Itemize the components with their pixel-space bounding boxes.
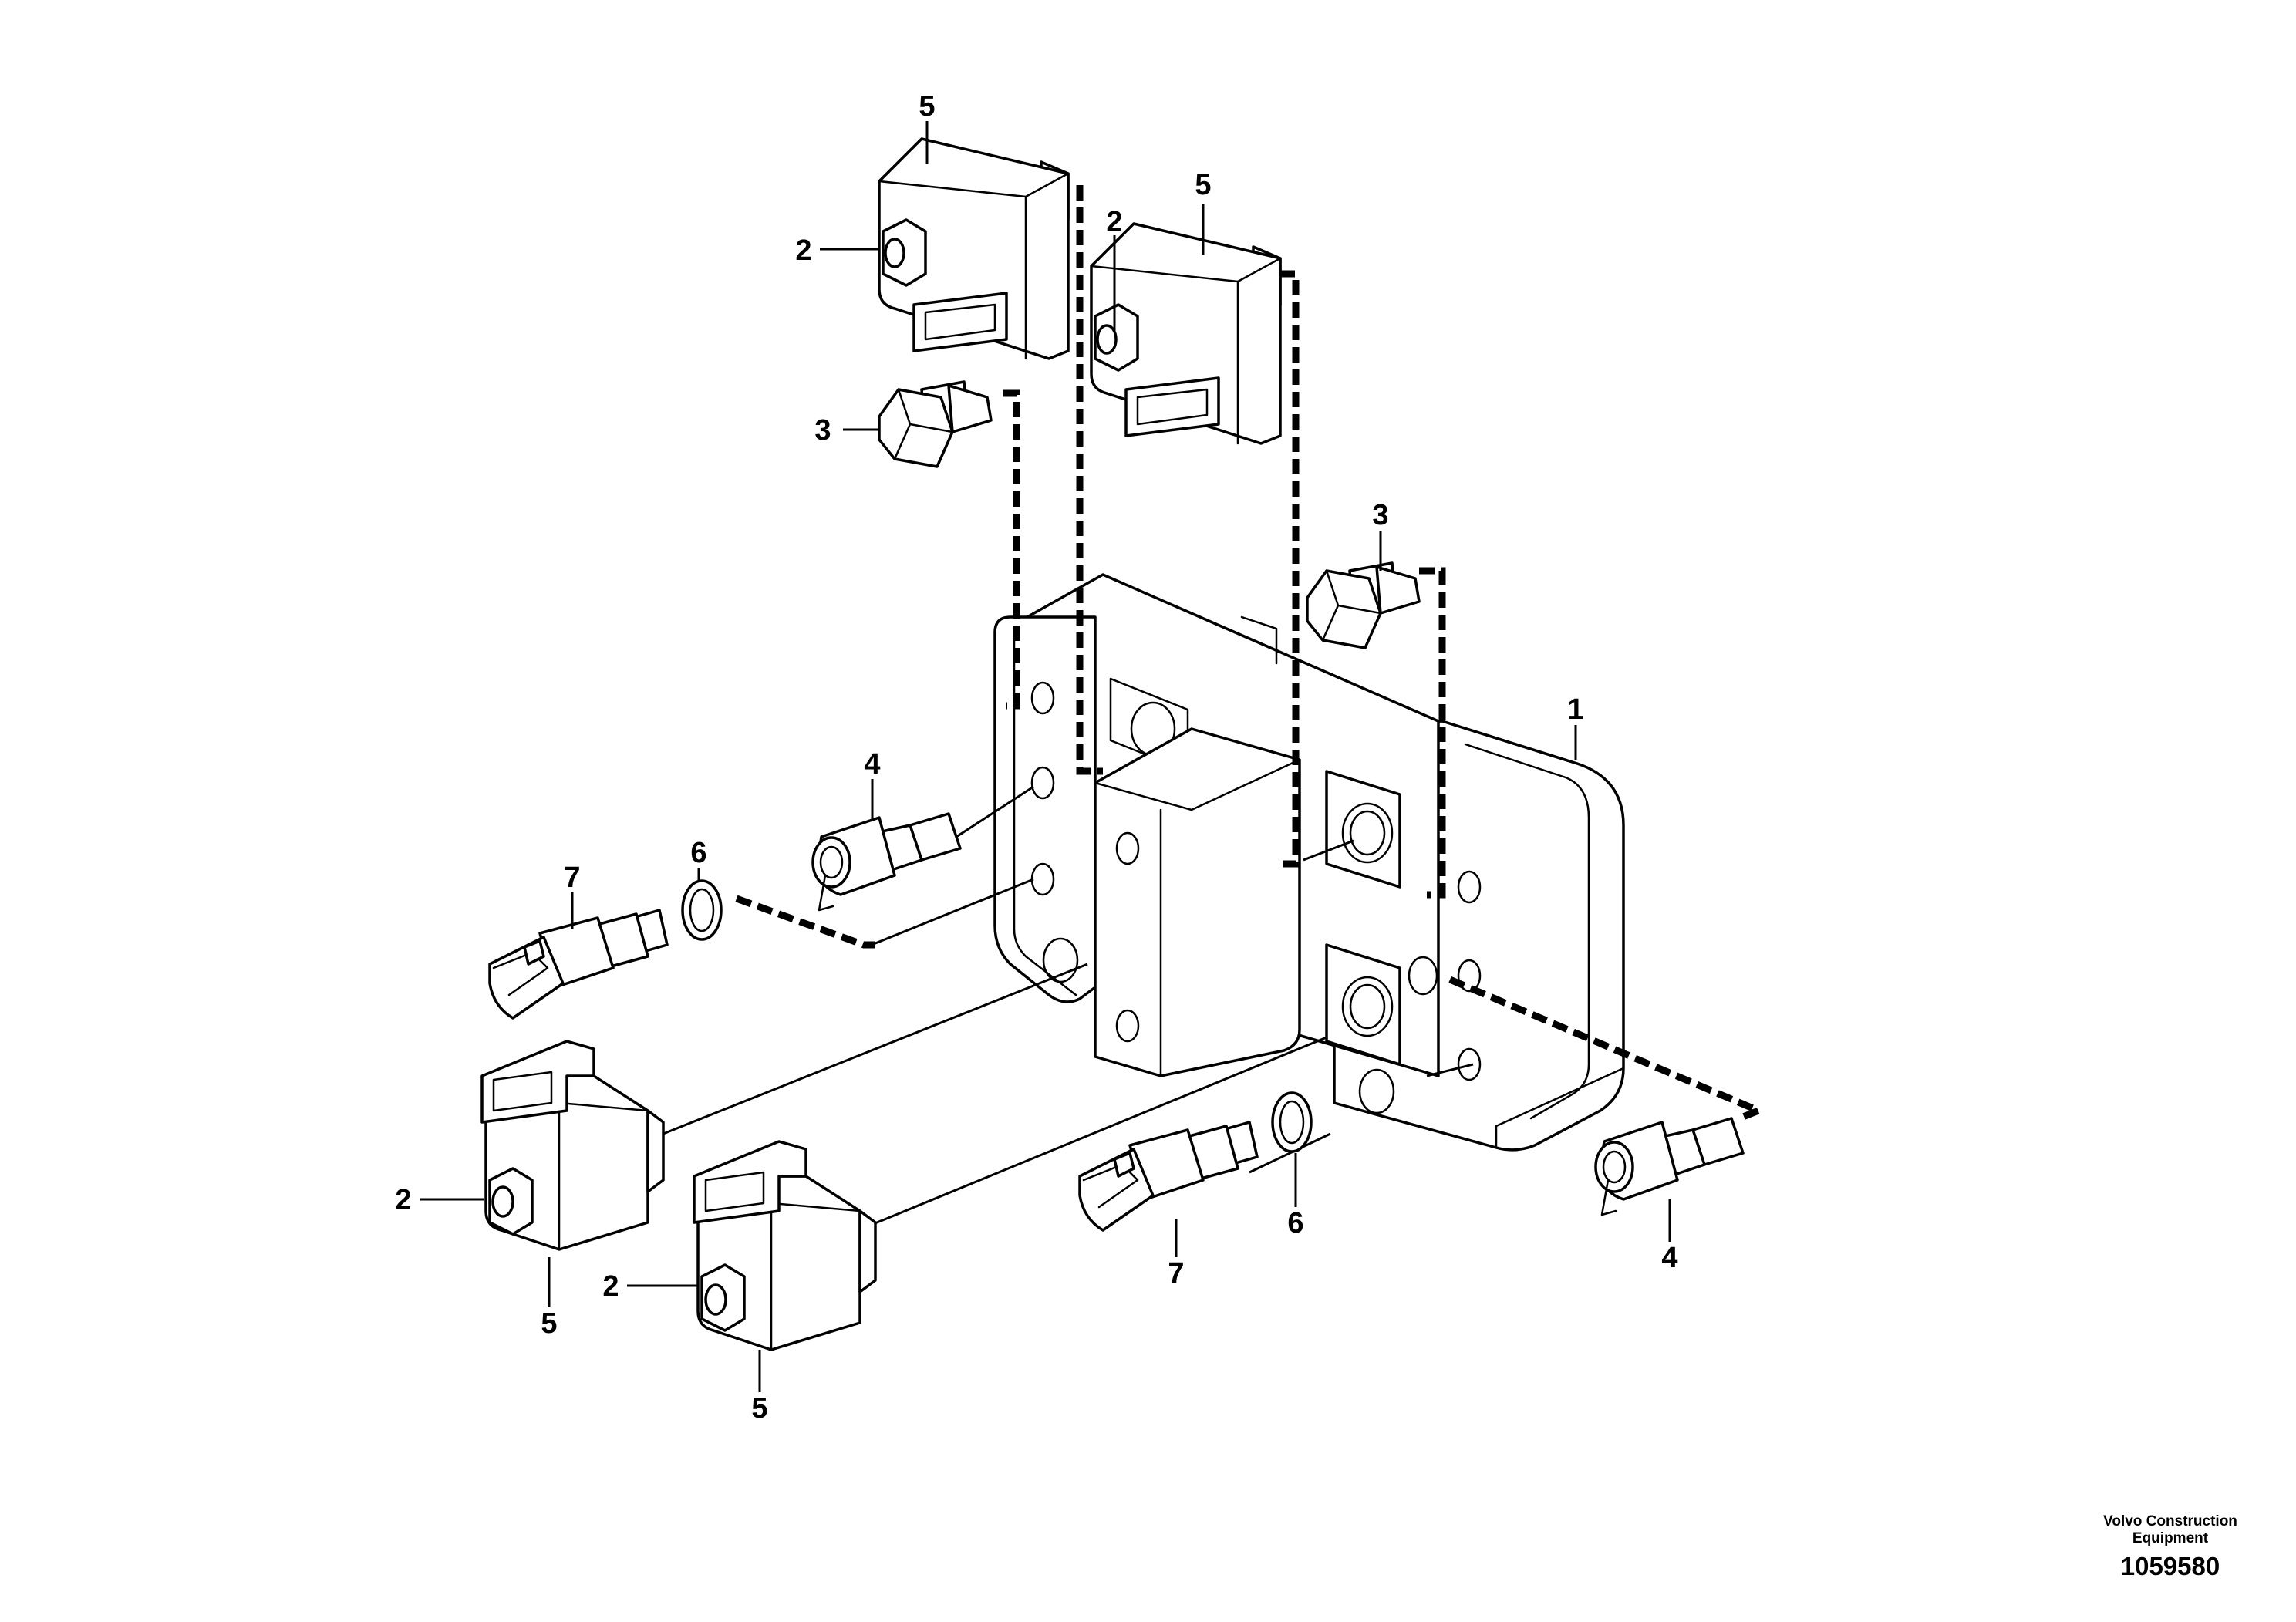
callout-5: 5 — [541, 1307, 557, 1340]
callout-3: 3 — [814, 414, 831, 447]
drawing-footer: Volvo Construction Equipment 1059580 — [2082, 1513, 2259, 1581]
callout-4: 4 — [864, 748, 880, 781]
callout-3: 3 — [1372, 499, 1388, 531]
callout-2: 2 — [795, 234, 811, 267]
callout-2: 2 — [602, 1270, 619, 1303]
callout-5: 5 — [1195, 169, 1211, 201]
callout-6: 6 — [1287, 1207, 1303, 1239]
leader-lines — [420, 121, 1671, 1392]
seal-ring-right — [1271, 1091, 1313, 1153]
drawing-number: 1059580 — [2120, 1551, 2220, 1580]
sensor-right — [1078, 1121, 1259, 1232]
sensor-left — [488, 909, 669, 1020]
solenoid-top-left — [878, 137, 1070, 360]
relief-valve-right — [1306, 561, 1421, 649]
pressure-sensor-left — [811, 812, 962, 912]
callout-1: 1 — [1567, 693, 1583, 726]
pressure-sensor-right — [1594, 1117, 1745, 1216]
company-name: Volvo Construction Equipment — [2103, 1513, 2237, 1546]
alignment-lines — [663, 785, 1474, 1228]
relief-valve-left — [878, 380, 993, 468]
valve-block — [993, 573, 1625, 1152]
seal-ring-left — [681, 879, 723, 941]
solenoid-top-middle — [1090, 222, 1282, 445]
callout-5: 5 — [751, 1392, 767, 1425]
callout-labels: 5 2 5 2 3 3 1 4 6 7 2 5 2 5 7 6 4 — [395, 90, 1677, 1425]
callout-2: 2 — [1106, 206, 1122, 238]
callout-7: 7 — [564, 862, 580, 894]
solenoid-bottom-middle — [693, 1140, 877, 1351]
solenoid-bottom-left — [480, 1040, 665, 1251]
callout-6: 6 — [690, 837, 706, 869]
callout-5: 5 — [919, 90, 935, 123]
callout-4: 4 — [1661, 1242, 1677, 1274]
callout-7: 7 — [1168, 1257, 1184, 1290]
callout-2: 2 — [395, 1184, 411, 1216]
